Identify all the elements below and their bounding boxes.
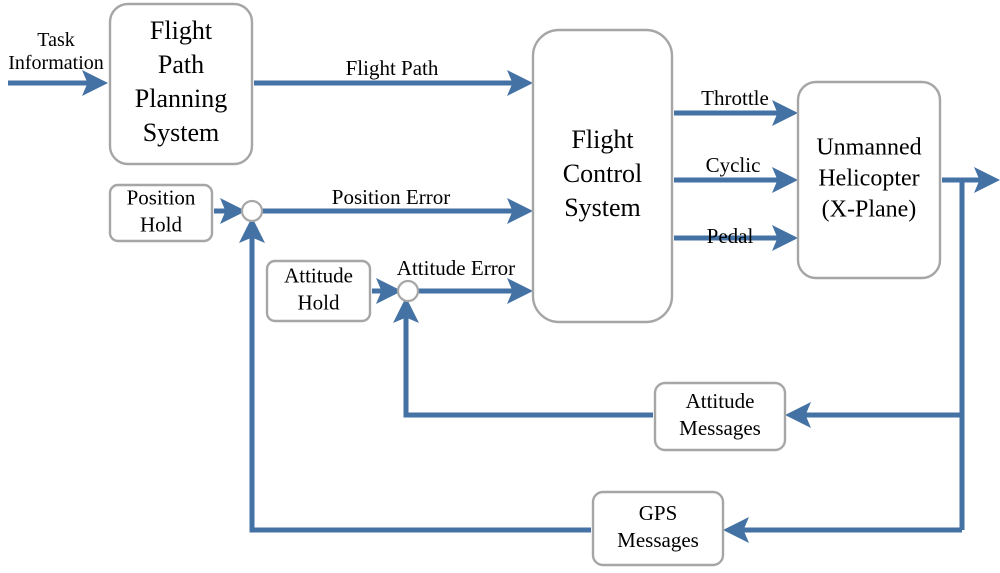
flight-control-system-label-line-2: System [564,193,641,222]
edge-label-attitude-error: Attitude Error [397,256,515,280]
unmanned-helicopter-label-line-1: Helicopter [818,166,919,192]
edge-label-throttle-line-0: Throttle [701,86,769,110]
position-error-junction [240,199,264,223]
gps-messages-to-junction [239,217,591,533]
junctions-layer [240,199,420,303]
edge-label-attitude-error-line-0: Attitude Error [397,256,515,280]
edge-label-task-information-line-0: Task [37,29,74,51]
unmanned-helicopter-box [796,80,942,280]
flight-path-planning-system-label-line-0: Flight [150,16,213,45]
attitude-messages-label-line-1: Messages [679,416,761,440]
edge-label-pedal-line-0: Pedal [707,224,754,248]
flight-path-planning-system-label-line-1: Path [158,50,204,79]
flight-control-system-label-line-1: Control [563,159,642,188]
edge-label-cyclic: Cyclic [706,153,761,177]
connections-layer [8,70,1000,543]
edge-label-flight-path-line-0: Flight Path [346,56,439,80]
flight-path-planning-system-box [108,2,254,166]
gps-messages-label-line-1: Messages [617,528,699,552]
attitude-error-junction [396,279,420,303]
position-hold-label-line-0: Position [127,185,196,209]
unmanned-helicopter-label-line-0: Unmanned [816,135,921,161]
attitude-messages-to-junction [393,297,653,418]
block-gps-messages: GPS Messages [591,490,725,567]
edge-label-position-error-line-0: Position Error [332,185,450,209]
blocks-layer: FlightPathPlanningSystemPositionHoldAtti… [108,2,942,567]
gps-messages-box [591,490,725,567]
flight-path-planning-system-label-line-2: Planning [135,84,227,113]
attitude-hold-label-line-1: Hold [298,290,341,314]
edge-label-pedal: Pedal [707,224,754,248]
edge-label-position-error: Position Error [332,185,450,209]
attitude-hold-box [265,259,372,323]
flight-path-planning-system-label-line-3: System [143,118,220,147]
edge-label-cyclic-line-0: Cyclic [706,153,761,177]
attitude-messages-label-line-0: Attitude [686,389,755,413]
attitude-hold-label-line-0: Attitude [284,263,353,287]
attitude-messages-box [653,381,787,452]
unmanned-helicopter-label-line-2: (X-Plane) [822,197,917,223]
flight-control-system-label-line-0: Flight [571,125,634,154]
position-hold-box [108,183,214,243]
flight-control-system-box [531,28,674,324]
edge-label-task-information-line-1: Information [8,52,104,74]
position-hold-label-line-1: Hold [140,212,183,236]
edge-label-throttle: Throttle [701,86,769,110]
edge-label-flight-path: Flight Path [346,56,439,80]
gps-messages-label-line-0: GPS [639,501,678,525]
